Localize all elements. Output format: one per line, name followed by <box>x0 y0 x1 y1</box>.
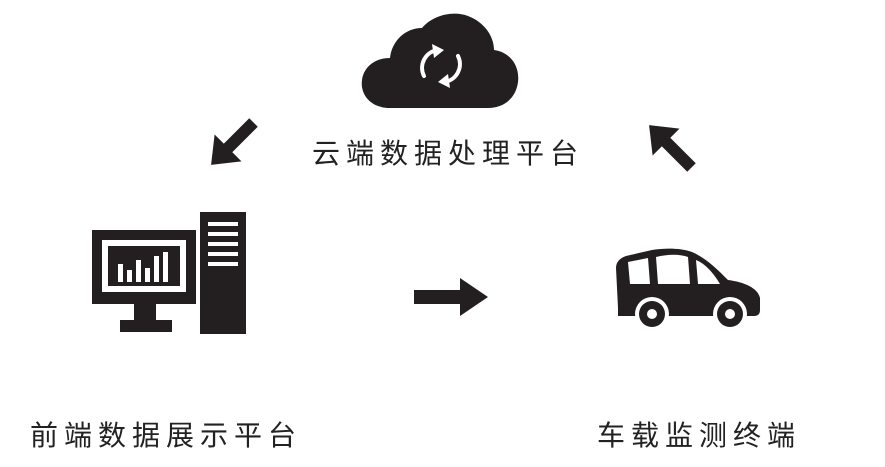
arrow-up-left-icon <box>649 125 696 172</box>
desktop-computer-icon <box>92 212 246 334</box>
frontend-platform-label: 前端数据展示平台 <box>30 419 303 452</box>
car-icon <box>616 248 760 331</box>
arrow-right-icon <box>414 278 488 316</box>
cloud-sync-icon <box>361 13 519 108</box>
cloud-platform-label: 云端数据处理平台 <box>312 137 585 170</box>
arrow-down-left-icon <box>211 118 258 165</box>
vehicle-terminal-label: 车载监测终端 <box>597 419 802 452</box>
